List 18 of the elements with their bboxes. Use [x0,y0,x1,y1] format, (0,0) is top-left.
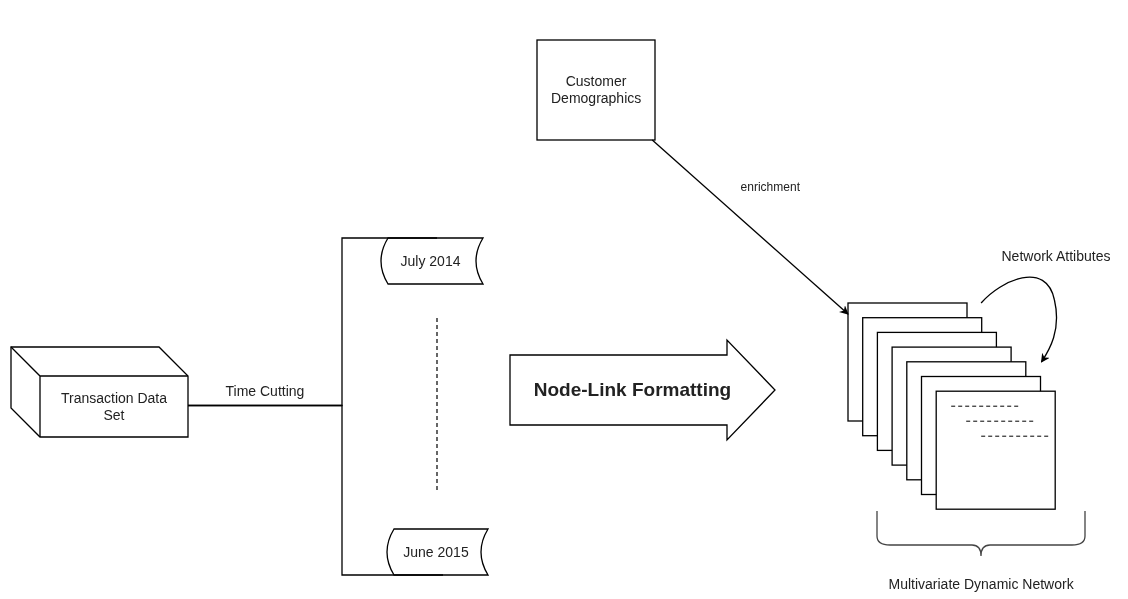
node-label: Node-Link Formatting [532,379,733,401]
cube-box [11,347,188,437]
period-tape [384,529,488,575]
node-label: Transaction Data Set [59,389,169,424]
arrow [651,139,849,315]
entity-box [537,40,655,140]
edge-label: Network Attibutes [999,248,1113,264]
node-label: July 2014 [399,252,462,270]
connector-line [187,404,444,576]
node-label: June 2015 [402,543,470,561]
document-stack-drawing [848,303,1056,510]
edge-label: enrichment [738,180,802,194]
node-label: Customer Demographics [550,73,643,107]
block-arrow [510,340,775,440]
brace-caption: Multivariate Dynamic Network [886,576,1076,592]
period-tape [378,238,483,284]
arrow [980,276,1058,363]
edge-label: Time Cutting [223,382,307,399]
